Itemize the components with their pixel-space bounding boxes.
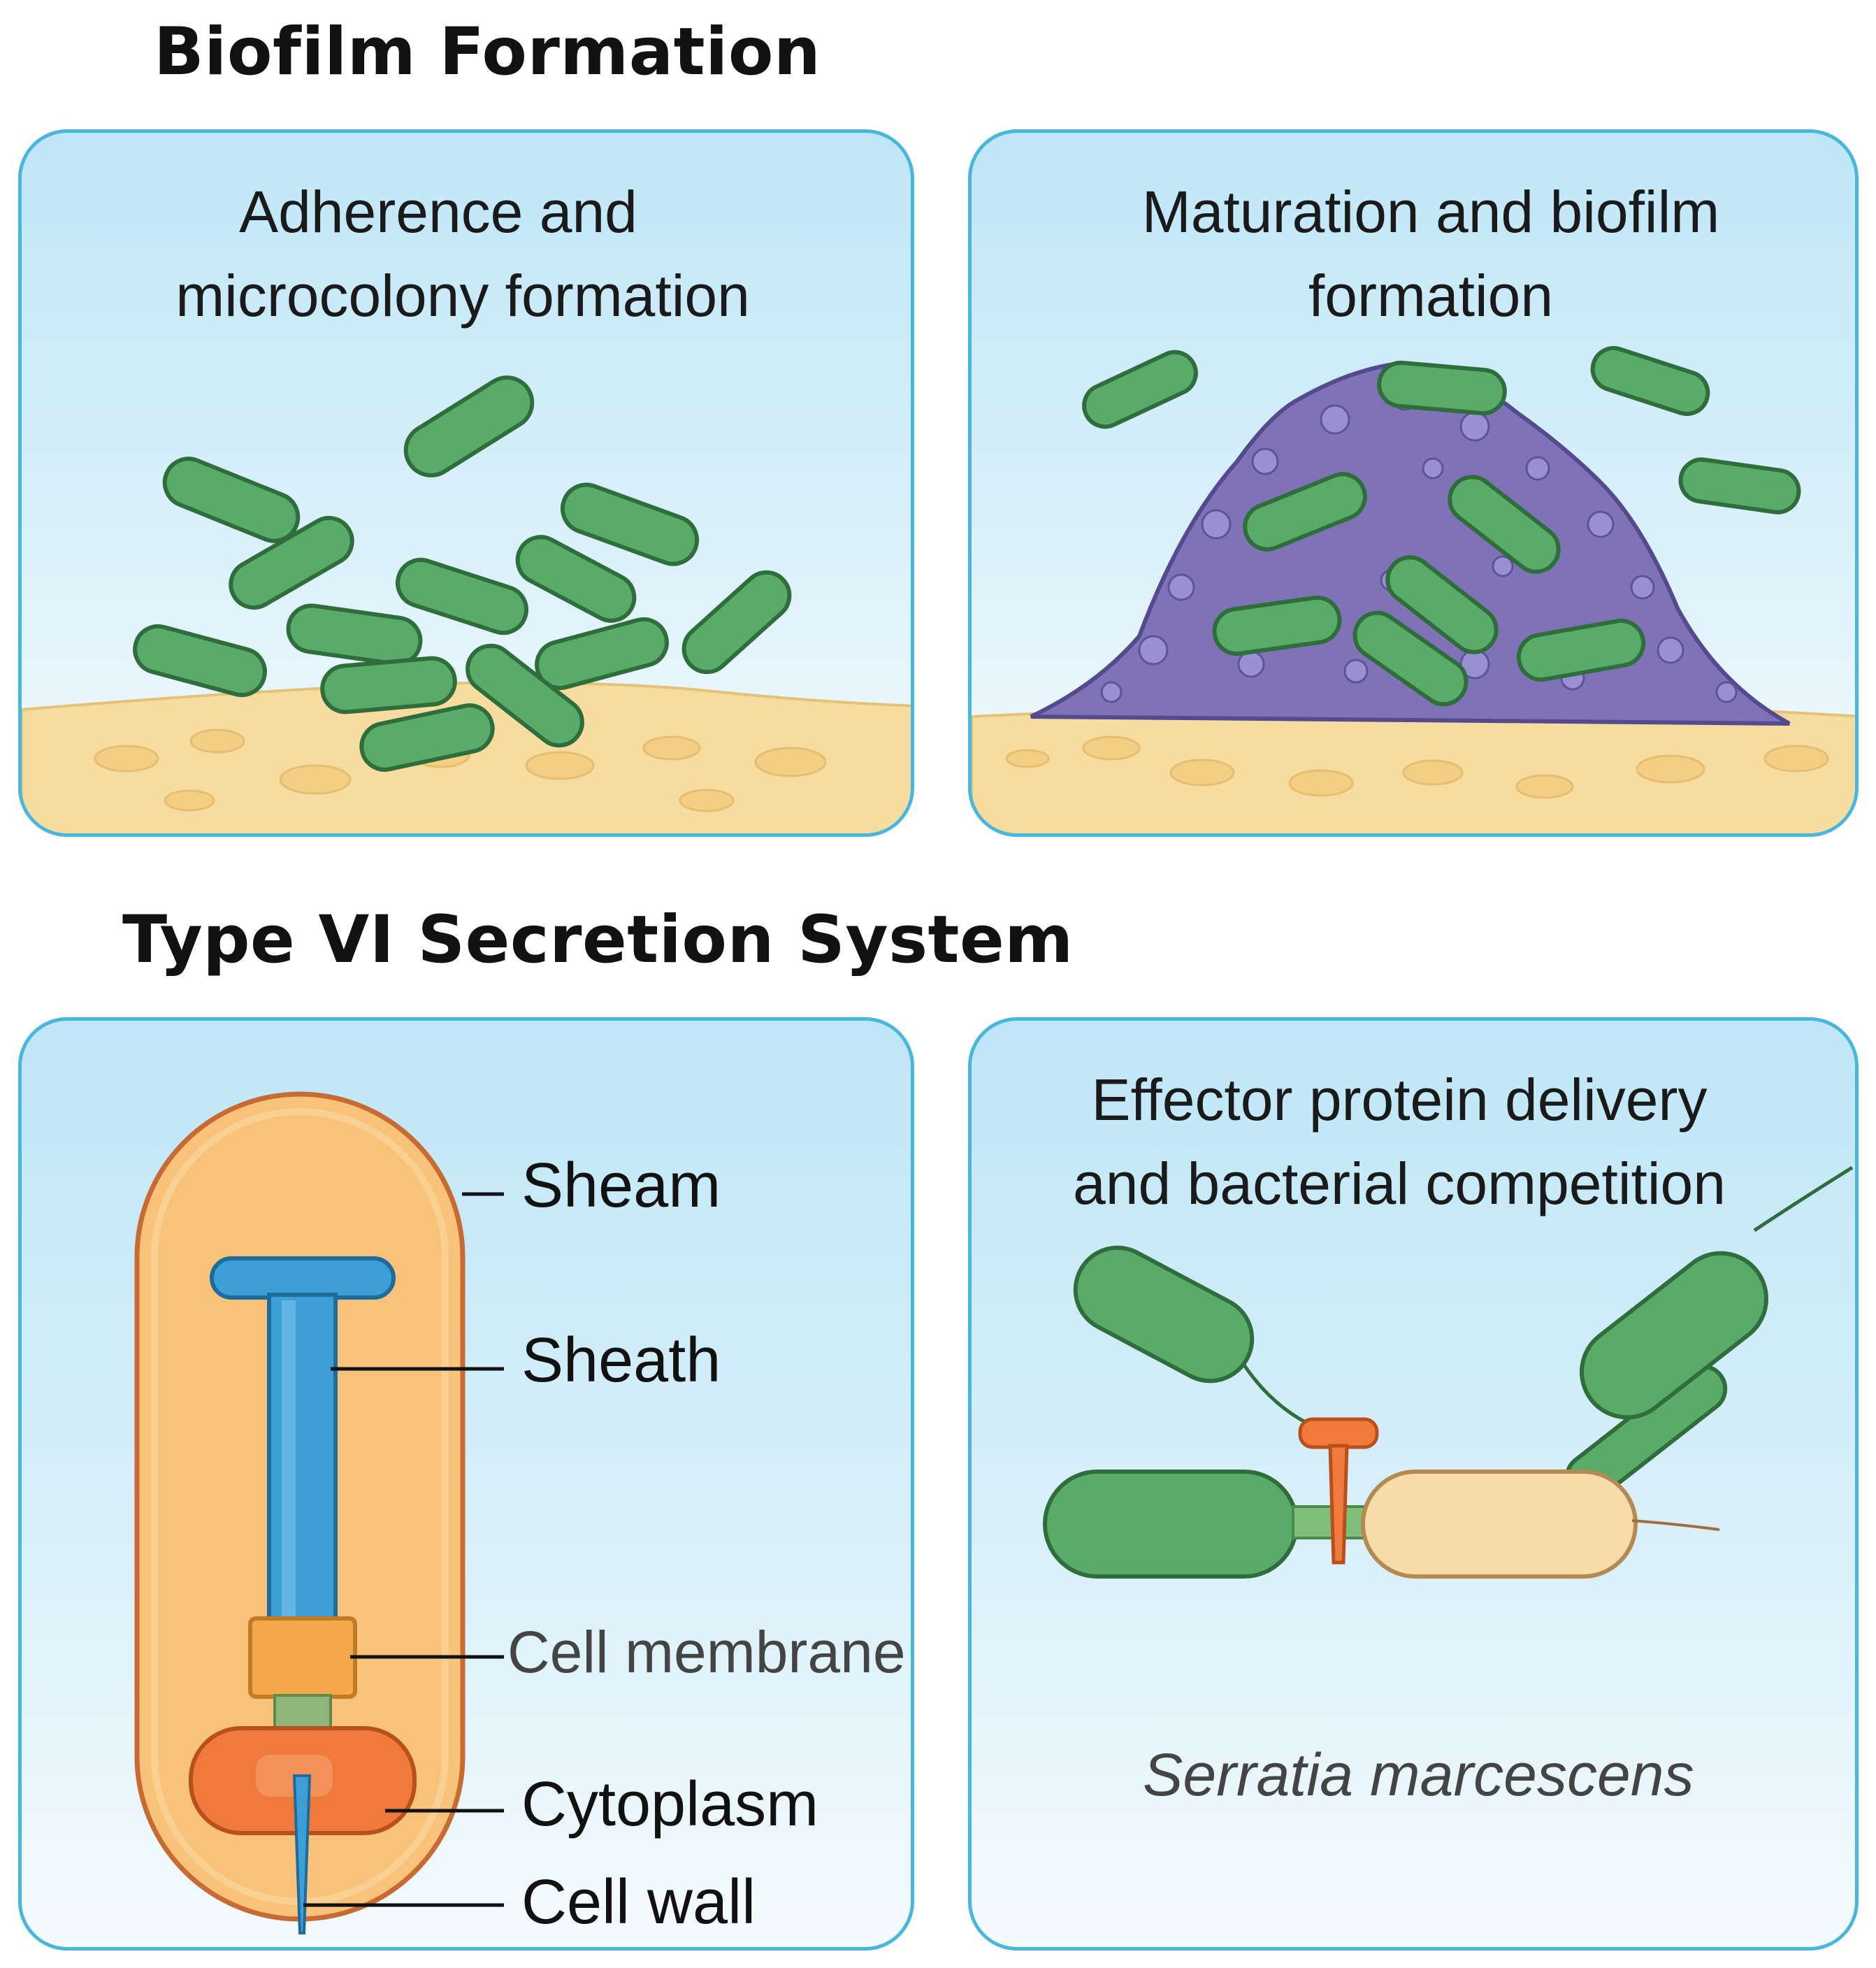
bacteria-group (1082, 346, 1801, 707)
t6ss-structure-illustration (134, 1091, 504, 1934)
t6ss-section-title: Type VI Secretion System (122, 902, 1074, 978)
bacterium (396, 557, 528, 635)
t6ss-cap (1298, 1417, 1379, 1449)
effector-panel: Effector protein delivery and bacterial … (968, 1017, 1859, 1951)
label-cell-membrane: Cell membrane (507, 1619, 906, 1685)
attacker-bacterium (1073, 1245, 1255, 1384)
bacterium (466, 643, 584, 748)
label-cell-wall: Cell wall (521, 1867, 756, 1937)
adherence-panel: Adherence and microcolony formation (18, 129, 914, 837)
membrane-connector (273, 1694, 332, 1733)
bacterium (403, 375, 535, 477)
flagellum (1753, 1165, 1854, 1233)
species-name: Serratia marcescens (1143, 1741, 1694, 1809)
label-cytoplasm: Cytoplasm (521, 1769, 819, 1839)
bacterium (286, 603, 423, 666)
adherence-title-line2: microcolony formation (175, 263, 750, 329)
bacterium (1243, 472, 1367, 552)
effector-title-line1: Effector protein delivery (1091, 1067, 1708, 1133)
effector-illustration (1043, 1165, 1854, 1579)
membrane-ring (248, 1616, 357, 1699)
bacterium (1212, 595, 1342, 656)
bacterium (1377, 360, 1507, 416)
adherence-title-line1: Adherence and (239, 179, 637, 245)
effector-title-line2: and bacterial competition (1073, 1151, 1726, 1216)
bacterium (1678, 457, 1801, 515)
sheath-tube-shine (282, 1300, 296, 1618)
bacterium (359, 703, 495, 772)
target-flagellum (1631, 1519, 1720, 1531)
bacterium (162, 457, 301, 543)
neighbor-bacterium (1580, 1251, 1768, 1420)
bacterium (133, 624, 267, 698)
maturation-title-line2: formation (1308, 263, 1554, 329)
maturation-title-line1: Maturation and biofilm (1141, 179, 1720, 245)
bacterium (1590, 346, 1710, 416)
biofilm-section-title: Biofilm Formation (154, 14, 821, 90)
bacterium (320, 656, 457, 714)
sheath-cap (210, 1256, 396, 1300)
spike-needle (292, 1774, 312, 1934)
label-sheam: Sheam (521, 1151, 721, 1221)
bacterium (515, 535, 637, 623)
label-sheath: Sheath (521, 1326, 721, 1395)
bacterium (1448, 475, 1561, 574)
bacterium (1352, 610, 1469, 707)
t6ss-structure-panel: Sheam Sheath Cell membrane Cytoplasm Cel… (18, 1017, 914, 1951)
surface-cells (1005, 735, 1829, 799)
donor-bacterium (1043, 1470, 1299, 1579)
bacterium (535, 617, 669, 691)
bacterium (1385, 555, 1499, 654)
bacterium (1082, 350, 1198, 429)
cell-connector (1292, 1505, 1368, 1539)
maturation-panel: Maturation and biofilm formation (968, 129, 1859, 837)
target-bacterium (1361, 1470, 1638, 1579)
t6ss-spike (1328, 1444, 1349, 1565)
bacterium (681, 570, 792, 675)
maturation-illustration (972, 346, 1855, 833)
leader-lines (303, 1192, 504, 1907)
bacteria-group (133, 375, 792, 772)
sheath-tube (267, 1293, 338, 1625)
bacterium (560, 482, 700, 566)
bacterium (229, 516, 354, 610)
adherence-illustration (22, 375, 911, 833)
